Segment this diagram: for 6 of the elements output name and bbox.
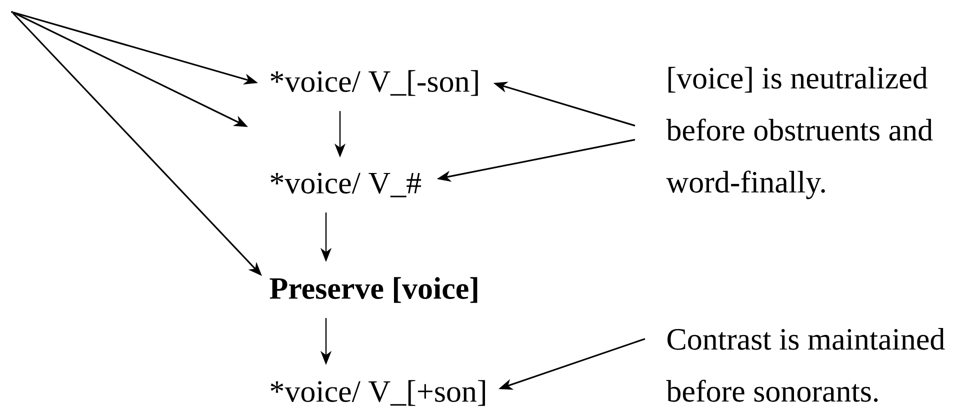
rule-text: *voice/ V_[-son] (270, 70, 478, 96)
note-text: [voice] is neutralized before obstruents and word-finally. (666, 66, 933, 200)
rule-text: Preserve [voice] (270, 277, 478, 303)
rule-text: *voice/ V_# (270, 172, 422, 198)
note-text: Contrast is maintained before sonorants. (666, 328, 945, 402)
rule-text: *voice/ V_[+son] (270, 380, 485, 406)
